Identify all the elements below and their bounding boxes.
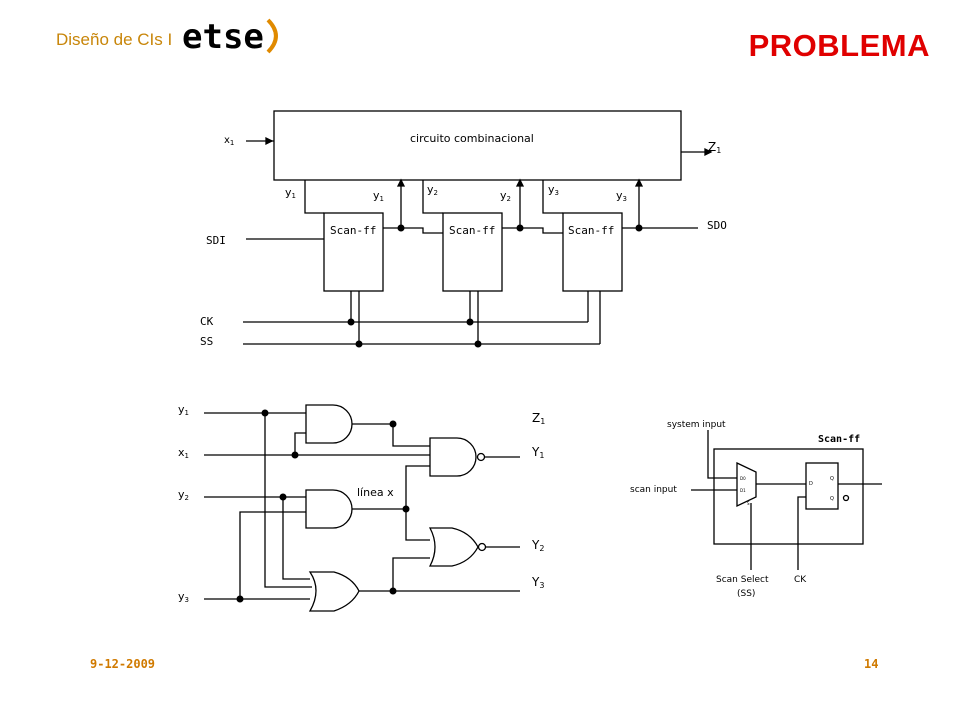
and-gate-1 bbox=[305, 404, 353, 444]
ss-label: SS bbox=[200, 335, 213, 348]
logic-input-y2: y2 bbox=[178, 488, 189, 502]
scan-ff-2-label: Scan-ff bbox=[449, 224, 495, 237]
or-gate bbox=[308, 571, 360, 612]
page-number: 14 bbox=[864, 657, 879, 671]
and-gate-2 bbox=[305, 489, 353, 529]
scan-ff-2 bbox=[442, 212, 503, 292]
nor-gate bbox=[428, 527, 479, 567]
sdi-label: SDI bbox=[206, 234, 226, 247]
detail-ck-label: CK bbox=[794, 575, 807, 585]
scan-input-label: scan input bbox=[630, 485, 677, 495]
scan-select-abbr: (SS) bbox=[737, 589, 755, 599]
footer-date: 9-12-2009 bbox=[90, 657, 156, 671]
scan-ff-1-label: Scan-ff bbox=[330, 224, 376, 237]
detail-ff bbox=[805, 462, 839, 510]
scan-ff-3-label: Scan-ff bbox=[568, 224, 614, 237]
comb-block-label: circuito combinacional bbox=[410, 132, 534, 145]
detail-title: Scan-ff bbox=[818, 434, 860, 445]
nand-gate bbox=[429, 437, 477, 477]
course-title: Diseño de CIs I bbox=[56, 30, 173, 49]
system-input-label: system input bbox=[667, 420, 726, 430]
page-title: PROBLEMA bbox=[748, 28, 930, 63]
logic-output-z1: Z1 bbox=[532, 411, 545, 426]
ff-d-label: D bbox=[809, 481, 813, 487]
state-var-3: y2 bbox=[427, 183, 438, 197]
logic-input-x1: x1 bbox=[178, 446, 189, 460]
logo-text: etse bbox=[182, 17, 264, 57]
logic-output-y1: Y1 bbox=[531, 445, 544, 460]
scan-ff-1 bbox=[323, 212, 384, 292]
scan-ff-3 bbox=[562, 212, 623, 292]
logic-output-y2: Y2 bbox=[531, 538, 544, 553]
logic-output-y3: Y3 bbox=[531, 575, 544, 590]
mux-symbol bbox=[736, 461, 757, 508]
logic-input-y1: y1 bbox=[178, 403, 189, 417]
mux-d0-label: D0 bbox=[740, 476, 746, 481]
ck-label: CK bbox=[200, 315, 214, 328]
state-var-5: y3 bbox=[548, 183, 559, 197]
state-var-6: y3 bbox=[616, 189, 627, 203]
scan-ff-detail-box bbox=[713, 448, 864, 545]
mux-d1-label: D1 bbox=[740, 488, 746, 493]
state-var-1: y1 bbox=[285, 186, 296, 200]
state-var-2: y1 bbox=[373, 189, 384, 203]
etse-logo: etse bbox=[182, 17, 278, 57]
output-z1-label: Z1 bbox=[708, 140, 721, 155]
scan-select-label: Scan Select bbox=[716, 575, 769, 585]
ff-q-label: Q bbox=[830, 476, 834, 482]
sdo-label: SDO bbox=[707, 219, 727, 232]
input-x1-label: x1 bbox=[224, 135, 234, 147]
ff-qn-label: Q bbox=[830, 496, 834, 502]
mux-sel-label: S bbox=[747, 501, 750, 506]
state-var-4: y2 bbox=[500, 189, 511, 203]
logic-input-y3: y3 bbox=[178, 590, 189, 604]
combinational-block bbox=[273, 110, 682, 181]
line-x-label: línea x bbox=[357, 486, 394, 499]
